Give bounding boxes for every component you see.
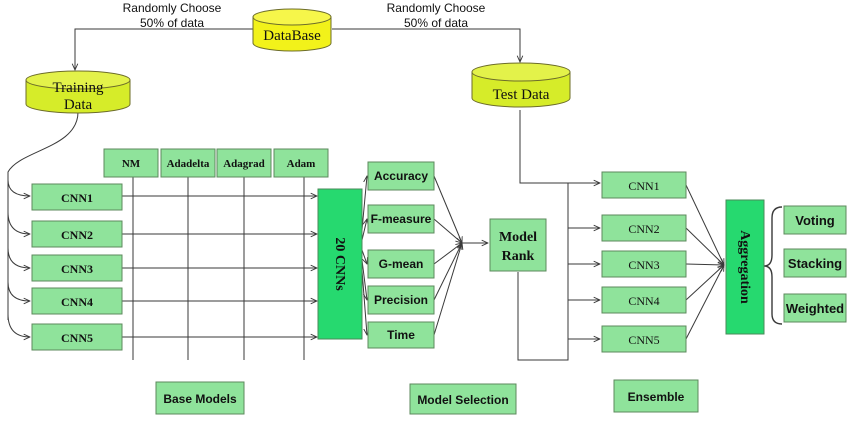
test-to-ensemble-line [519,110,600,183]
ensemble-cnn-boxes: CNN1 CNN2 CNN3 CNN4 CNN5 [601,171,687,353]
section-model-selection: Model Selection [417,393,508,407]
twenty-cnns-label: 20 CNNs [332,237,347,291]
model-rank-line2: Rank [502,249,535,264]
database-right-annotation: Randomly Choose 50% of data [387,1,486,30]
aggregation-box: Aggregation [725,199,765,335]
aggregation-label: Aggregation [737,230,752,304]
metric-f-measure: F-measure [371,212,432,226]
training-data-label-line1: Training [52,80,104,96]
training-data-cylinder: Training Data [25,70,131,114]
svg-text:50% of data: 50% of data [140,16,204,30]
database-cylinder: DataBase [252,8,332,52]
base-cnn2-label: CNN2 [61,228,93,242]
twenty-cnns-box: 20 CNNs [317,188,363,340]
metric-precision: Precision [374,293,428,307]
method-stacking: Stacking [788,256,842,271]
model-rank-box: Model Rank [489,218,547,272]
section-ensemble: Ensemble [628,390,685,404]
svg-text:Randomly Choose: Randomly Choose [123,1,222,15]
test-data-cylinder: Test Data [471,62,571,108]
training-to-bus-line [7,111,79,320]
base-cnn1-label: CNN1 [61,191,93,205]
metric-boxes: Accuracy F-measure G-mean Precision Time [367,161,435,349]
optimizer-adadelta: Adadelta [167,158,210,170]
section-base-models: Base Models [163,392,237,406]
db-to-test-line [332,28,520,62]
database-left-annotation: Randomly Choose 50% of data [123,1,222,30]
model-rank-line1: Model [499,230,537,245]
svg-text:50% of data: 50% of data [404,16,468,30]
db-to-training-line [75,28,253,70]
method-weighted: Weighted [786,301,844,316]
metric-g-mean: G-mean [379,257,424,271]
ensemble-cnn2-label: CNN2 [628,222,659,236]
svg-text:Randomly Choose: Randomly Choose [387,1,486,15]
test-data-label: Test Data [493,87,550,103]
optimizer-headers: NM Adadelta Adagrad Adam [103,148,329,178]
base-cnn3-label: CNN3 [61,262,93,276]
training-data-label-line2: Data [64,97,93,113]
ensemble-cnn4-label: CNN4 [628,294,659,308]
method-voting: Voting [795,213,835,228]
base-cnn4-label: CNN4 [61,295,93,309]
ensemble-cnn3-label: CNN3 [628,258,659,272]
method-boxes: Voting Stacking Weighted [783,205,847,323]
ensemble-cnn1-label: CNN1 [628,179,659,193]
optimizer-adagrad: Adagrad [223,158,265,170]
base-cnn5-label: CNN5 [61,331,93,345]
section-labels: Base Models Model Selection Ensemble [155,379,699,415]
methods-brace [763,206,783,325]
base-cnn-boxes: CNN1 CNN2 CNN3 CNN4 CNN5 [31,183,123,351]
optimizer-nm: NM [122,158,141,170]
rank-to-ensemble-line [517,183,569,361]
optimizer-adam: Adam [287,158,316,170]
connector-lines [7,28,783,361]
metric-accuracy: Accuracy [374,169,428,183]
database-label: DataBase [263,28,321,44]
ensemble-cnn5-label: CNN5 [628,333,659,347]
metric-time: Time [387,328,415,342]
